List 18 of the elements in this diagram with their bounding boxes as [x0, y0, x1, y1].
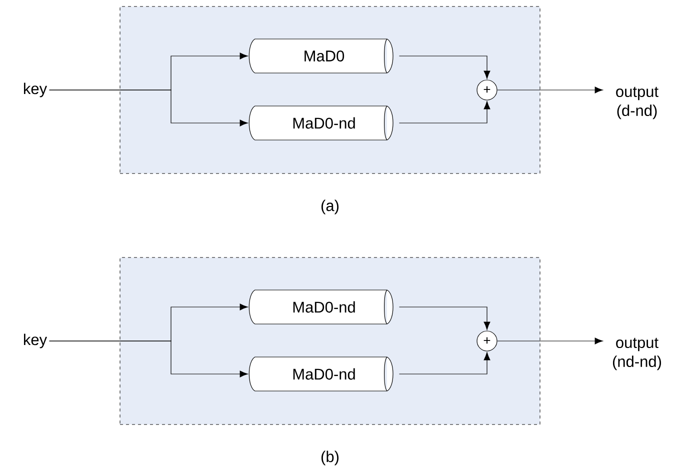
- cylinder-box: MaD0-nd: [248, 356, 394, 392]
- arrow: [398, 306, 490, 330]
- panel-caption: (a): [322, 200, 339, 214]
- panel-caption: (b): [322, 450, 339, 466]
- cylinder-box: MaD0: [248, 38, 394, 74]
- cylinder-box: MaD0-nd: [248, 106, 394, 140]
- arrow: [398, 101, 490, 124]
- cylinder-box: MaD0-nd: [248, 290, 394, 324]
- input-label: key: [24, 82, 48, 98]
- output-label: output (d-nd): [616, 86, 658, 120]
- arrow: [398, 352, 490, 374]
- arrow: [497, 86, 603, 94]
- arrow: [398, 56, 490, 79]
- arrow: [48, 90, 248, 126]
- arrow: [497, 338, 603, 344]
- output-label: output (nd-nd): [612, 338, 662, 370]
- arrow: [48, 340, 248, 378]
- input-label: key: [24, 334, 48, 348]
